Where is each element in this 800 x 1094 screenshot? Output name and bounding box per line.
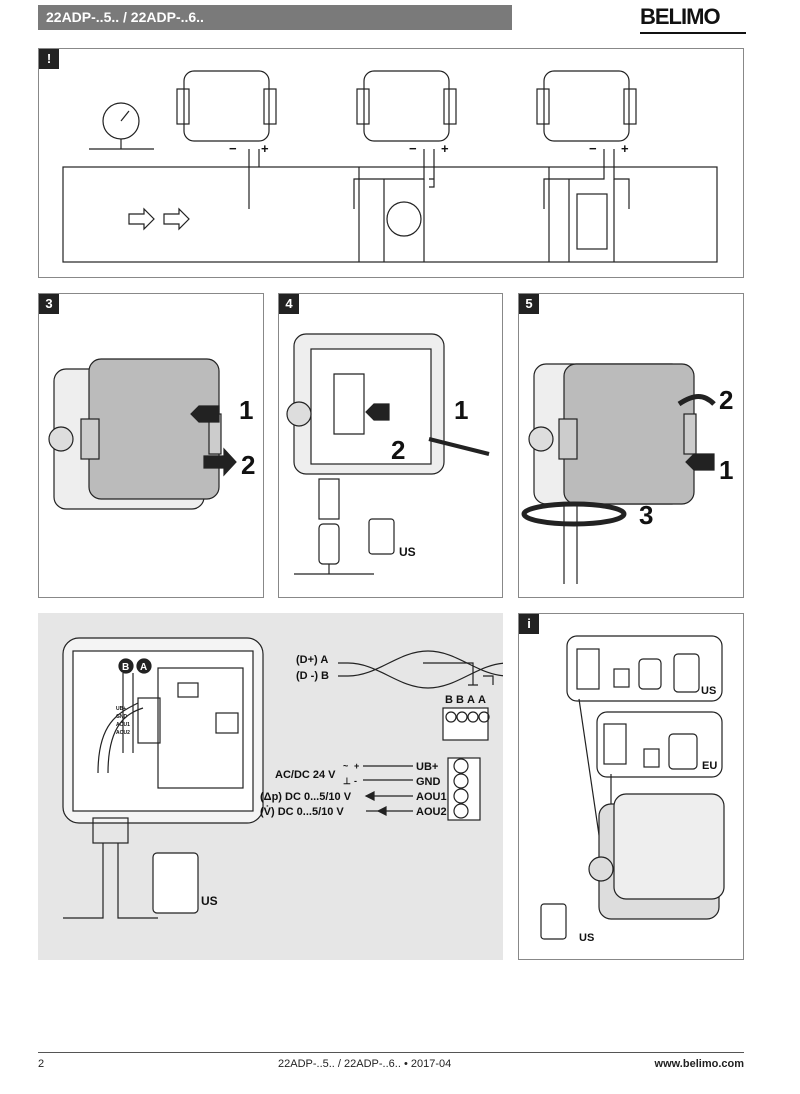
step-3-tag: 3 bbox=[39, 294, 59, 314]
open-cover-drawing: 1 2 bbox=[48, 358, 255, 510]
svg-text:-: - bbox=[354, 776, 357, 786]
svg-text:(Δp) DC 0...5/10 V: (Δp) DC 0...5/10 V bbox=[260, 791, 352, 803]
svg-text:US: US bbox=[399, 545, 416, 559]
page-number: 2 bbox=[38, 1058, 45, 1070]
cable-gland-drawing: US EU US bbox=[540, 635, 725, 944]
svg-text:EU: EU bbox=[702, 760, 717, 772]
svg-text:US: US bbox=[201, 894, 218, 908]
damper-icon bbox=[386, 201, 422, 237]
svg-text:A: A bbox=[140, 662, 147, 673]
svg-text:+: + bbox=[621, 141, 629, 156]
step-4-tag: 4 bbox=[279, 294, 299, 314]
svg-text:~: ~ bbox=[343, 761, 348, 771]
terminal-wiring-drawing: 1 2 US bbox=[286, 333, 490, 575]
duct-installation-drawing: − + − + − + bbox=[62, 70, 718, 263]
svg-text:2: 2 bbox=[241, 450, 255, 480]
close-cover-drawing: 2 1 3 bbox=[521, 363, 733, 584]
svg-text:US: US bbox=[579, 932, 594, 944]
svg-text:+: + bbox=[441, 141, 449, 156]
svg-text:1: 1 bbox=[239, 395, 253, 425]
board-terminal-block bbox=[137, 697, 161, 744]
info-panel: i US EU US bbox=[518, 613, 744, 960]
svg-text:B: B bbox=[456, 694, 464, 706]
eu-gland-set bbox=[596, 711, 723, 778]
belimo-logo: BELIMO bbox=[640, 4, 746, 34]
filter-icon bbox=[576, 193, 608, 250]
svg-text:GND: GND bbox=[416, 776, 441, 788]
svg-text:AC/DC 24 V: AC/DC 24 V bbox=[275, 769, 336, 781]
svg-text:UB+: UB+ bbox=[416, 761, 438, 773]
svg-text:GND: GND bbox=[116, 714, 128, 720]
warning-tag: ! bbox=[39, 49, 59, 69]
svg-text:+: + bbox=[354, 761, 359, 771]
step-3-panel: 3 1 2 bbox=[38, 293, 264, 598]
svg-text:(D -) B: (D -) B bbox=[296, 670, 329, 682]
us-gland-set bbox=[566, 635, 723, 702]
sensor-device-3 bbox=[536, 70, 637, 209]
svg-text:1: 1 bbox=[454, 395, 468, 425]
footer-divider bbox=[38, 1052, 744, 1053]
svg-text:3: 3 bbox=[639, 500, 653, 530]
footer-website: www.belimo.com bbox=[654, 1058, 744, 1070]
svg-text:B: B bbox=[122, 662, 129, 673]
step-5-tag: 5 bbox=[519, 294, 539, 314]
svg-text:US: US bbox=[701, 685, 716, 697]
air-duct bbox=[62, 166, 718, 263]
svg-text:+: + bbox=[261, 141, 269, 156]
svg-text:2: 2 bbox=[719, 385, 733, 415]
power-terminal-block bbox=[447, 757, 481, 821]
svg-text:⊥: ⊥ bbox=[343, 776, 351, 786]
svg-text:−: − bbox=[589, 141, 597, 156]
svg-text:−: − bbox=[229, 141, 237, 156]
svg-text:UB+: UB+ bbox=[116, 706, 126, 712]
airflow-arrows-icon bbox=[128, 207, 190, 231]
svg-text:2: 2 bbox=[391, 435, 405, 465]
step-4-panel: 4 1 2 US bbox=[278, 293, 503, 598]
svg-text:(D+) A: (D+) A bbox=[296, 654, 328, 666]
svg-text:(V̇) DC 0...5/10 V: (V̇) DC 0...5/10 V bbox=[260, 805, 344, 818]
installation-warning-panel: ! − + − + − + bbox=[38, 48, 744, 278]
svg-text:−: − bbox=[409, 141, 417, 156]
svg-text:A: A bbox=[467, 694, 475, 706]
svg-text:AOU1: AOU1 bbox=[416, 791, 447, 803]
sensor-device-2 bbox=[353, 70, 457, 209]
svg-text:AOU2: AOU2 bbox=[416, 806, 447, 818]
step-5-panel: 5 2 1 3 bbox=[518, 293, 744, 598]
footer-document-info: 22ADP-..5.. / 22ADP-..6.. • 2017-04 bbox=[278, 1058, 452, 1070]
svg-text:B: B bbox=[445, 694, 453, 706]
document-title: 22ADP-..5.. / 22ADP-..6.. bbox=[38, 5, 512, 30]
svg-text:1: 1 bbox=[719, 455, 733, 485]
sensor-device-1 bbox=[176, 70, 277, 209]
svg-text:A: A bbox=[478, 694, 486, 706]
info-tag: i bbox=[519, 614, 539, 634]
